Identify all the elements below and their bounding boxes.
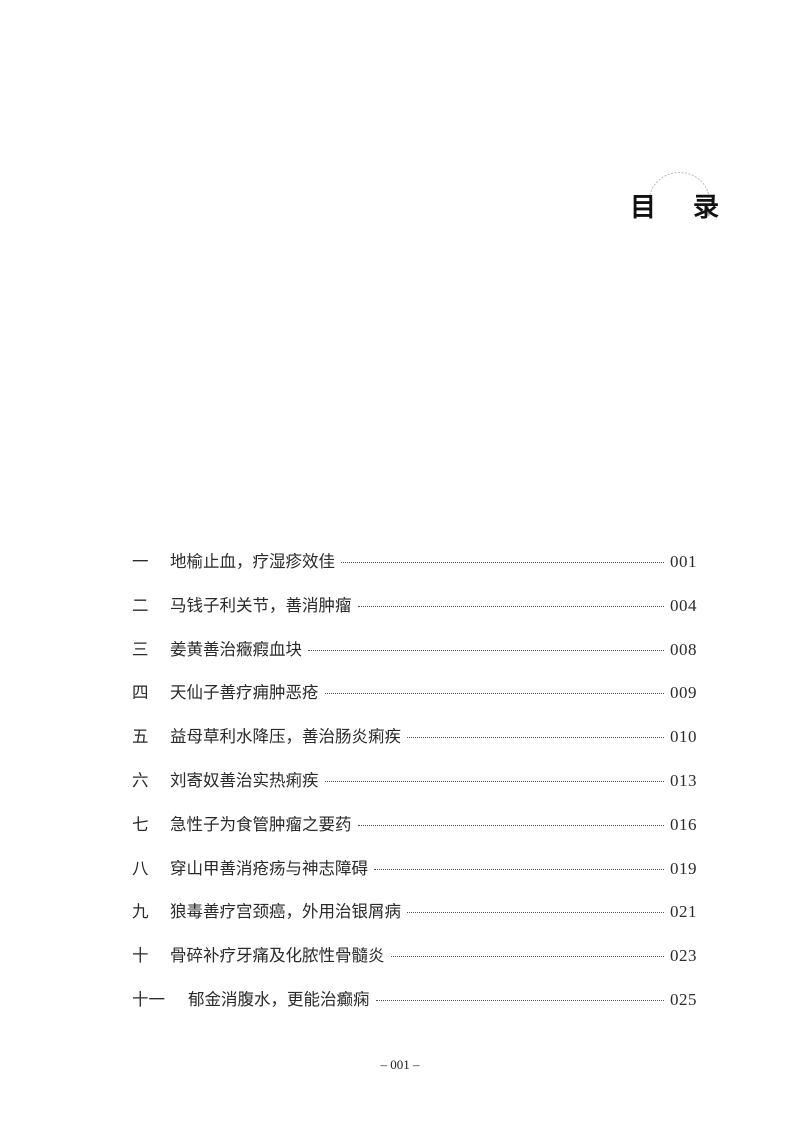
dot-leader [390,956,664,958]
dot-leader [357,605,664,607]
toc-entry[interactable]: 二 马钱子利关节，善消肿瘤 004 [132,592,697,636]
toc-entry-page: 023 [670,946,697,966]
toc-entry-title: 郁金消腹水，更能治癫痫 [188,989,370,1009]
toc-entry-title: 姜黄善治癥瘕血块 [170,639,302,659]
toc-entry-title: 刘寄奴善治实热痢疾 [170,770,319,790]
toc-entry-number: 二 [132,595,149,615]
toc-entry[interactable]: 十 骨碎补疗牙痛及化脓性骨髓炎 023 [132,942,697,986]
toc-entry[interactable]: 七 急性子为食管肿瘤之要药 016 [132,811,697,855]
toc-entry-title: 穿山甲善消疮疡与神志障碍 [170,858,368,878]
toc-entry-number: 四 [132,683,149,703]
toc-entry-page: 013 [670,770,697,790]
toc-entry[interactable]: 四 天仙子善疗痈肿恶疮 009 [132,679,697,723]
toc-entry[interactable]: 六 刘寄奴善治实热痢疾 013 [132,767,697,811]
dot-leader [324,780,664,782]
toc-entry-title: 地榆止血，疗湿疹效佳 [170,552,335,571]
toc-entry-number: 一 [132,552,149,571]
dot-leader [407,737,664,739]
toc-entry-number: 六 [132,770,149,790]
toc-entry-title: 狼毒善疗宫颈癌，外用治银屑病 [170,902,401,922]
toc-entry-page: 016 [670,814,697,834]
toc-entry-title: 急性子为食管肿瘤之要药 [170,814,352,834]
dot-leader [375,999,664,1001]
toc-entry-page: 021 [670,902,697,922]
dot-leader [374,868,664,870]
page-number: – 001 – [380,1057,420,1072]
toc-heading: 目 录 [620,165,720,225]
dot-leader [341,562,664,563]
toc-entry-number: 十一 [132,989,165,1009]
toc-entry-page: 019 [670,858,697,878]
toc-entry-page: 009 [670,683,697,703]
curved-arrow-icon [649,172,712,217]
toc-entry-title: 益母草利水降压，善治肠炎痢疾 [170,727,401,747]
page-title: 目 录 [630,193,734,223]
toc-entry[interactable]: 八 穿山甲善消疮疡与神志障碍 019 [132,855,697,899]
toc-entry-page: 001 [670,552,697,571]
dot-leader [308,649,664,651]
toc-entry-page: 004 [670,595,697,615]
dot-leader [324,693,664,695]
toc-entry-page: 025 [670,989,697,1009]
table-of-contents: 一 地榆止血，疗湿疹效佳 001 二 马钱子利关节，善消肿瘤 004 三 姜黄善… [132,548,697,1030]
toc-entry[interactable]: 五 益母草利水降压，善治肠炎痢疾 010 [132,723,697,767]
dot-leader [407,912,664,914]
toc-entry[interactable]: 十一 郁金消腹水，更能治癫痫 025 [132,986,697,1030]
toc-entry-title: 马钱子利关节，善消肿瘤 [170,595,352,615]
toc-entry-number: 九 [132,902,149,922]
toc-entry[interactable]: 三 姜黄善治癥瘕血块 008 [132,636,697,680]
toc-entry-title: 天仙子善疗痈肿恶疮 [170,683,319,703]
toc-entry-number: 八 [132,858,149,878]
toc-entry-title: 骨碎补疗牙痛及化脓性骨髓炎 [170,946,385,966]
toc-entry-number: 三 [132,639,149,659]
toc-entry-number: 五 [132,727,149,747]
toc-entry-page: 008 [670,639,697,659]
toc-entry[interactable]: 九 狼毒善疗宫颈癌，外用治银屑病 021 [132,898,697,942]
toc-entry-number: 十 [132,946,149,966]
toc-entry[interactable]: 一 地榆止血，疗湿疹效佳 001 [132,548,697,592]
toc-entry-number: 七 [132,814,149,834]
dot-leader [357,824,664,826]
toc-entry-page: 010 [670,727,697,747]
